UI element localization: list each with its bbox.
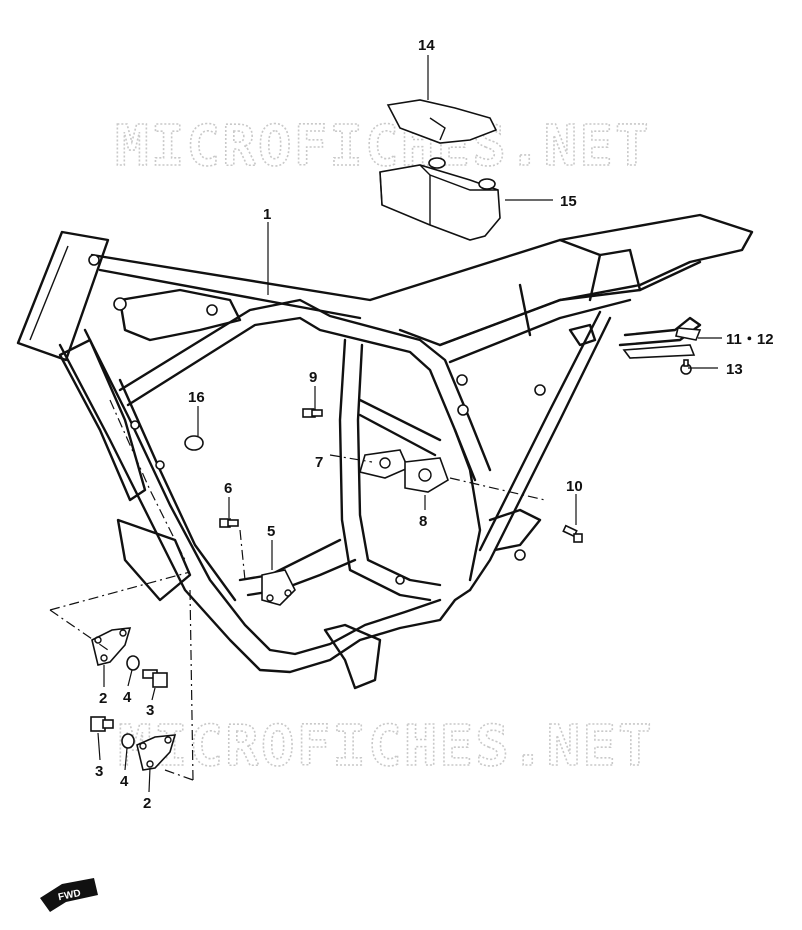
bolt-13 — [680, 359, 692, 375]
callout-7: 7 — [315, 454, 323, 471]
callout-13: 13 — [726, 361, 743, 378]
callout-3-upper: 3 — [146, 702, 154, 719]
tool-box-15 — [379, 157, 501, 241]
watermark-top: MICROFICHES.NET — [115, 114, 651, 179]
callout-9: 9 — [309, 369, 317, 386]
bolt-9 — [302, 408, 323, 418]
callout-15: 15 — [560, 193, 577, 210]
fwd-arrow-icon: FWD — [40, 878, 98, 912]
cover-plate-14 — [386, 99, 498, 144]
plate-2-lower — [136, 734, 177, 771]
callout-8: 8 — [419, 513, 427, 530]
main-frame — [16, 213, 754, 690]
bolt-3-upper — [142, 669, 168, 688]
cap-16 — [184, 435, 204, 451]
callout-11-12: 11・12 — [726, 331, 774, 348]
callout-16: 16 — [188, 389, 205, 406]
callout-10: 10 — [566, 478, 583, 495]
callout-14: 14 — [418, 37, 435, 54]
rear-bracket-11-12 — [622, 327, 702, 359]
plate-2-upper — [91, 627, 132, 666]
callout-4-upper: 4 — [123, 689, 132, 706]
fwd-label: FWD — [57, 888, 82, 903]
callout-4-lower: 4 — [120, 773, 129, 790]
bolt-10 — [562, 524, 583, 543]
bolt-3-lower — [90, 716, 114, 732]
callout-1: 1 — [263, 206, 271, 223]
washer-4-upper — [126, 655, 140, 671]
callout-3-lower: 3 — [95, 763, 103, 780]
bolt-6 — [219, 518, 239, 528]
callout-6: 6 — [224, 480, 232, 497]
washer-4-lower — [121, 733, 135, 749]
callout-2-upper: 2 — [99, 690, 107, 707]
callout-5: 5 — [267, 523, 275, 540]
watermark-bottom: MICROFICHES.NET — [118, 714, 654, 779]
bracket-5 — [261, 569, 296, 606]
callout-2-lower: 2 — [143, 795, 151, 812]
